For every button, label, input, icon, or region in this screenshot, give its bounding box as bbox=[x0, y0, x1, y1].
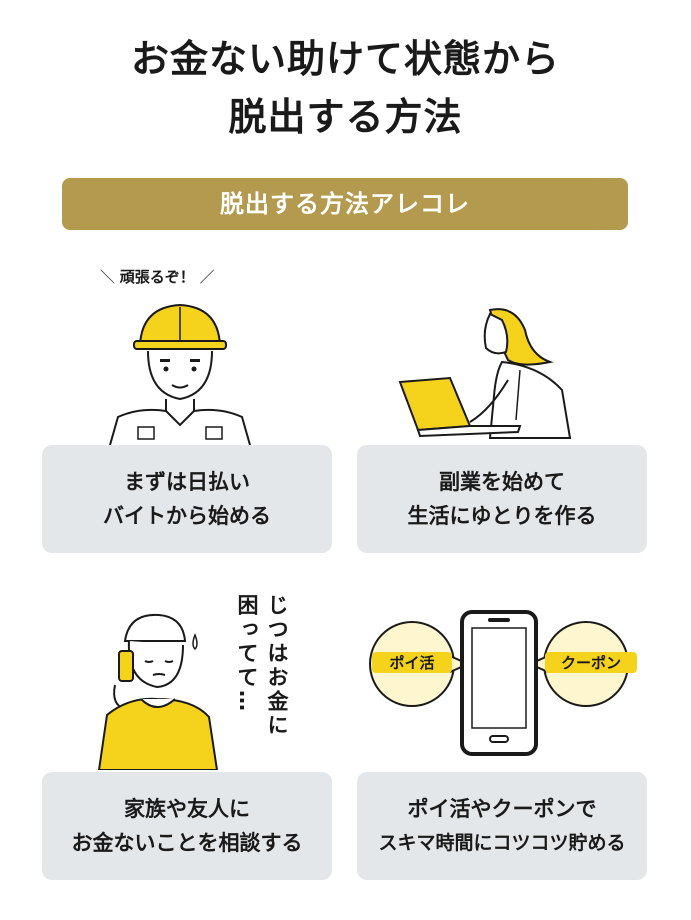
woman-laptop-illustration bbox=[398, 308, 572, 439]
card-2-line-2: 生活にゆとりを作る bbox=[407, 504, 597, 528]
worker-speech: ＼ 頑張るぞ！ ／ bbox=[100, 268, 215, 286]
card-1-line-1: まずは日払い bbox=[124, 470, 250, 494]
page-title: お金ない助けて状態から 脱出する方法 bbox=[0, 30, 691, 146]
card-daily-pay-job: まずは日払い バイトから始める bbox=[42, 445, 332, 553]
card-2-line-1: 副業を始めて bbox=[439, 470, 565, 494]
card-points-coupons: ポイ活やクーポンで スキマ時間にコツコツ貯める bbox=[357, 772, 647, 880]
worker-speech-text: 頑張るぞ！ bbox=[119, 268, 195, 286]
coupon-bubble-label: クーポン bbox=[545, 652, 637, 673]
points-bubble-label: ポイ活 bbox=[372, 652, 452, 673]
card-1-line-2: バイトから始める bbox=[103, 504, 271, 528]
card-3-line-2: お金ないことを相談する bbox=[71, 831, 303, 855]
title-line-2: 脱出する方法 bbox=[228, 95, 463, 139]
card-consult-family: 家族や友人に お金ないことを相談する bbox=[42, 772, 332, 880]
title-line-1: お金ない助けて状態から bbox=[130, 37, 560, 81]
section-banner: 脱出する方法アレコレ bbox=[62, 178, 628, 230]
thought-col-1: じつはお金に bbox=[265, 594, 289, 738]
card-4-line-1: ポイ活やクーポンで bbox=[407, 797, 597, 821]
card-4-line-2: スキマ時間にコツコツ貯める bbox=[378, 832, 626, 854]
person-phone-call-illustration bbox=[97, 613, 219, 770]
worried-thought: じつはお金に困ってて… bbox=[232, 594, 292, 754]
thought-col-2: 困ってて… bbox=[235, 594, 259, 714]
smartphone-points-illustration bbox=[369, 610, 629, 756]
worker-helmet-illustration bbox=[109, 303, 251, 445]
card-3-line-1: 家族や友人に bbox=[124, 797, 250, 821]
card-side-job: 副業を始めて 生活にゆとりを作る bbox=[357, 445, 647, 553]
